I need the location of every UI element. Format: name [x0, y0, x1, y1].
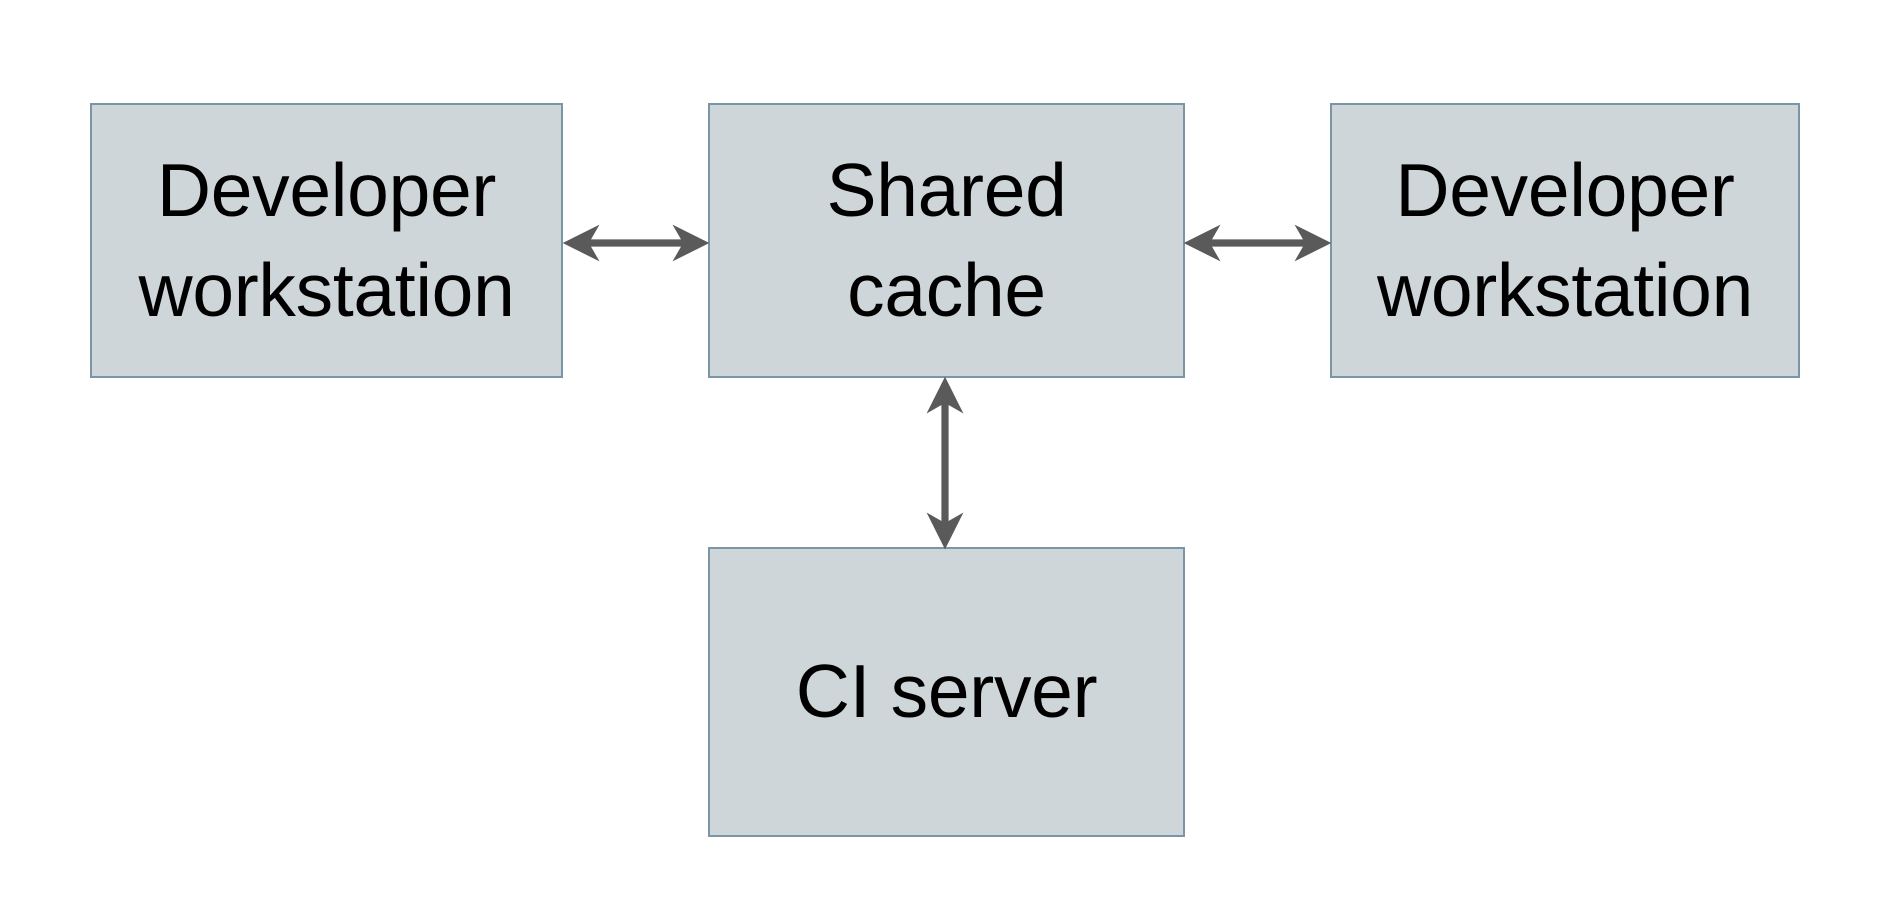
edge-developer-left-to-shared-cache [560, 212, 712, 274]
node-label: Developer workstation [1376, 147, 1754, 332]
edge-shared-cache-to-developer-right [1181, 212, 1334, 274]
node-developer-workstation-right[interactable]: Developer workstation [1330, 103, 1800, 378]
edge-shared-cache-to-ci-server [914, 374, 976, 552]
double-arrow-icon [1183, 224, 1332, 262]
double-arrow-icon [562, 224, 710, 262]
double-arrow-icon [926, 376, 964, 550]
node-label: Shared cache [826, 147, 1067, 332]
node-label: CI server [795, 649, 1098, 734]
node-shared-cache[interactable]: Shared cache [708, 103, 1185, 378]
node-ci-server[interactable]: CI server [708, 547, 1185, 837]
node-label: Developer workstation [138, 147, 515, 332]
node-developer-workstation-left[interactable]: Developer workstation [90, 103, 563, 378]
